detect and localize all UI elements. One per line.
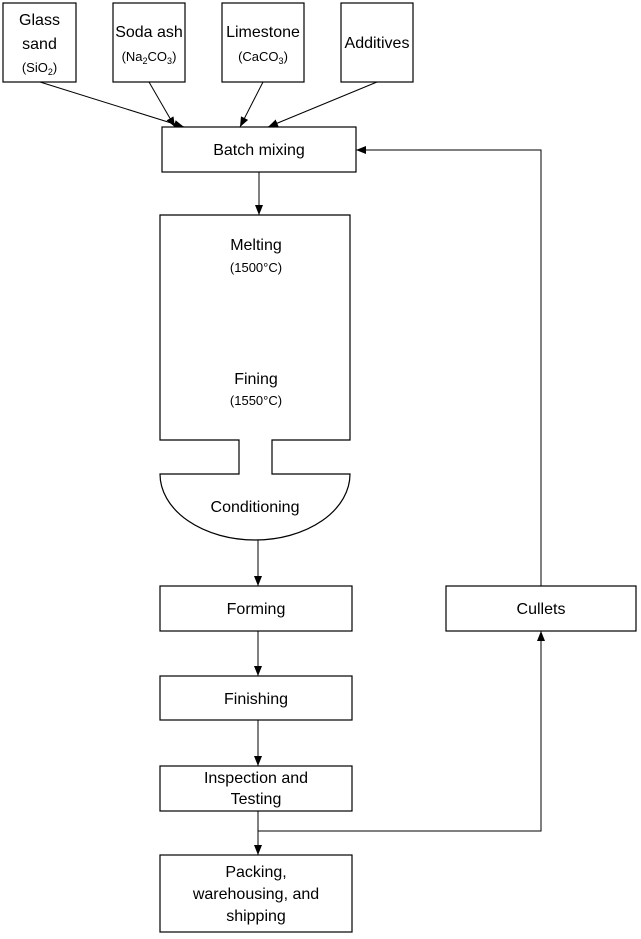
glass-sand-label: Glass: [19, 12, 60, 29]
inspection-label: Inspection and: [204, 770, 308, 787]
furnace-shape: Melting (1500°C) Fining (1550°C) Conditi…: [159, 214, 351, 541]
limestone-box: Limestone (CaCO3): [221, 2, 305, 83]
soda-ash-label: Soda ash: [115, 24, 183, 41]
batch-mixing-label: Batch mixing: [213, 142, 305, 159]
packing-box: Packing, warehousing, and shipping: [159, 854, 353, 933]
arrow-limestone-to-batch: [239, 81, 264, 128]
melting-temp: (1500°C): [230, 260, 282, 275]
forming-box: Forming: [159, 585, 353, 632]
melting-label: Melting: [230, 237, 282, 254]
finishing-label: Finishing: [224, 691, 288, 708]
soda-ash-formula: (Na2CO3): [122, 49, 177, 66]
glass-sand-label-2: sand: [22, 36, 57, 53]
packing-label-2: warehousing, and: [192, 886, 319, 903]
additives-box: Additives: [340, 2, 414, 83]
fining-label: Fining: [234, 371, 278, 388]
inspection-label-2: Testing: [231, 791, 282, 808]
packing-label-3: shipping: [226, 908, 286, 925]
batch-mixing-box: Batch mixing: [161, 126, 357, 173]
cullets-box: Cullets: [445, 585, 637, 632]
fining-temp: (1550°C): [230, 393, 282, 408]
packing-label: Packing,: [225, 864, 286, 881]
cullets-label: Cullets: [517, 601, 566, 618]
glass-sand-formula: (SiO2): [22, 60, 57, 77]
limestone-formula: (CaCO3): [238, 49, 288, 66]
arrow-sand-to-batch: [39, 81, 185, 128]
arrow-soda-to-batch: [148, 81, 176, 128]
soda-ash-box: Soda ash (Na2CO3): [112, 2, 186, 83]
limestone-label: Limestone: [226, 24, 300, 41]
arrow-additives-to-batch: [267, 81, 378, 128]
inspection-box: Inspection and Testing: [159, 765, 353, 812]
glass-sand-box: Glass sand (SiO2): [2, 2, 77, 83]
conditioning-label: Conditioning: [211, 499, 300, 516]
finishing-box: Finishing: [159, 675, 353, 721]
forming-label: Forming: [227, 601, 286, 618]
arrow-cullets-to-batch: [356, 146, 542, 586]
additives-label: Additives: [345, 35, 410, 52]
arrow-inspection-to-cullets: [258, 631, 545, 832]
